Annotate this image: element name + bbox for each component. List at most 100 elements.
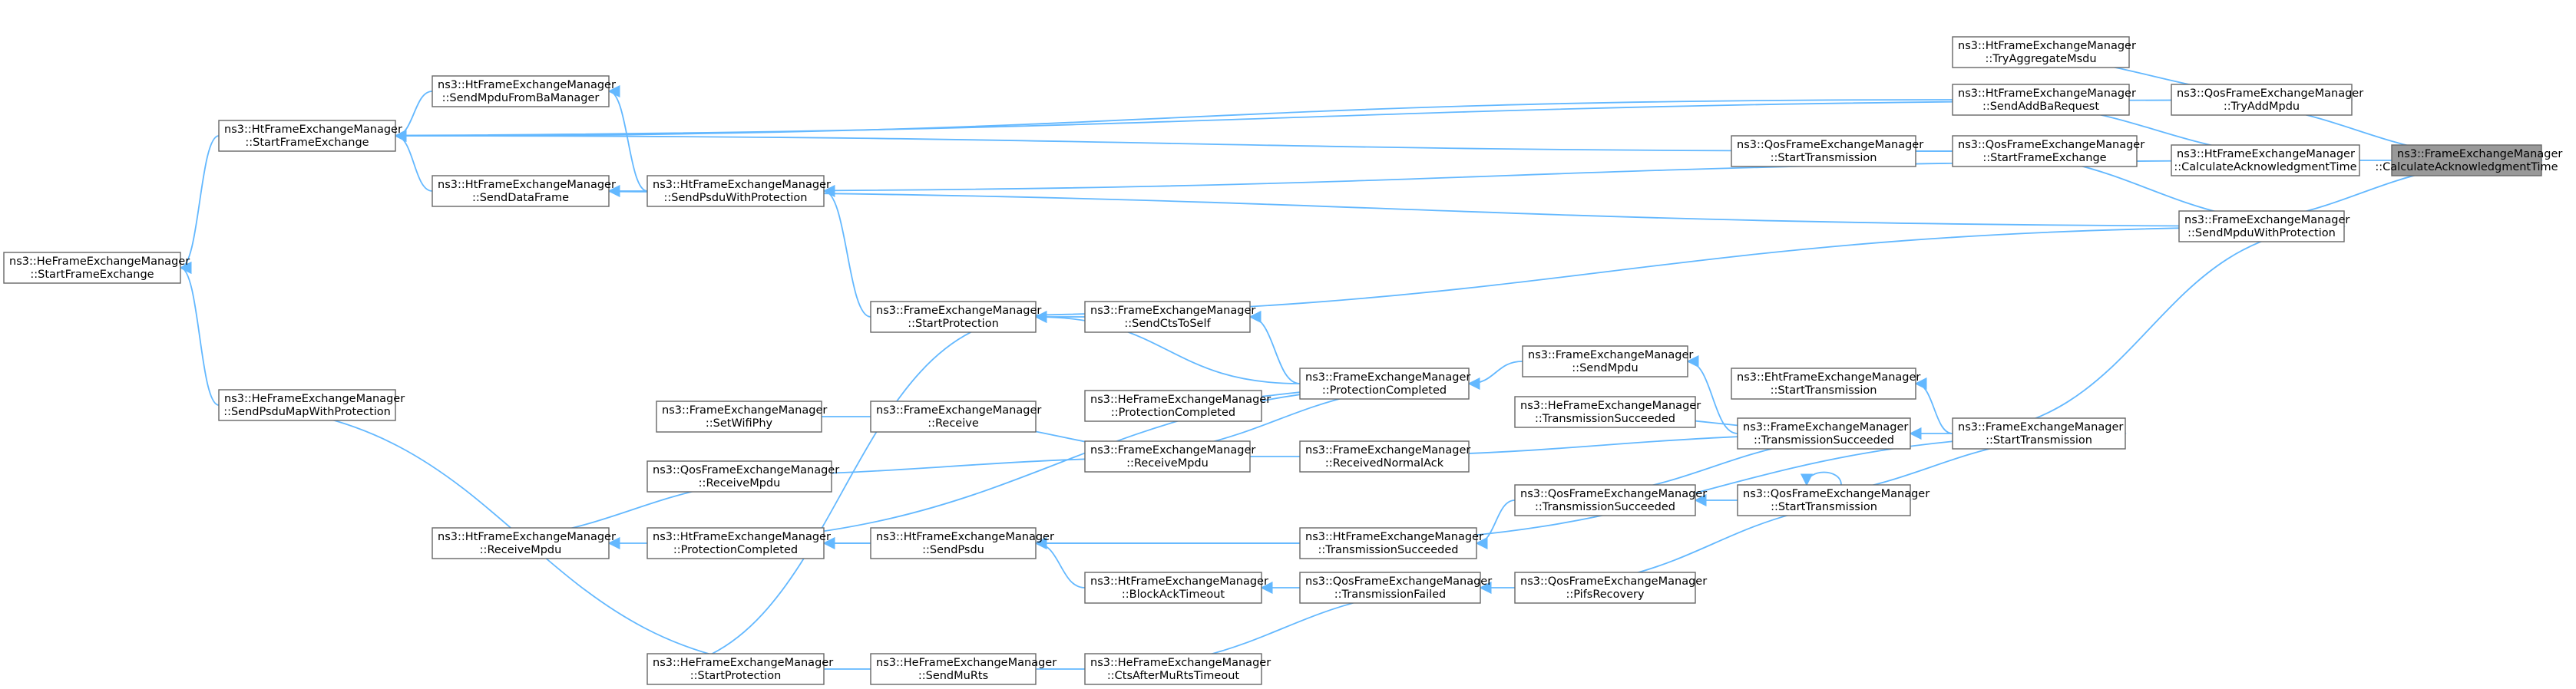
node-label-line2: ::SendMuRts bbox=[918, 670, 988, 682]
node-box bbox=[870, 653, 1037, 685]
function-node[interactable]: ns3::FrameExchangeManager::StartTransmis… bbox=[1952, 417, 2126, 450]
node-label-line2: ::CalculateAcknowledgmentTime bbox=[2375, 161, 2558, 173]
function-node[interactable]: ns3::FrameExchangeManager::SetWifiPhy bbox=[656, 401, 827, 433]
function-node[interactable]: ns3::QosFrameExchangeManager::TryAddMpdu bbox=[2171, 84, 2363, 116]
node-box bbox=[1737, 484, 1911, 516]
node-label-line2: ::SendMpduFromBaManager bbox=[442, 92, 600, 104]
node-box bbox=[432, 75, 610, 107]
function-node[interactable]: ns3::QosFrameExchangeManager::ReceiveMpd… bbox=[646, 460, 839, 493]
node-box bbox=[2391, 144, 2542, 176]
node-box bbox=[432, 175, 610, 207]
function-node[interactable]: ns3::HeFrameExchangeManager::CtsAfterMuR… bbox=[1084, 653, 1271, 685]
function-node[interactable]: ns3::FrameExchangeManager::ReceivedNorma… bbox=[1299, 440, 1470, 473]
node-box bbox=[1522, 345, 1688, 377]
node-label-line1: ns3::FrameExchangeManager bbox=[2397, 148, 2562, 160]
function-node[interactable]: ns3::HeFrameExchangeManager::StartProtec… bbox=[646, 653, 833, 685]
function-node[interactable]: ns3::HtFrameExchangeManager::SendPsdu bbox=[870, 527, 1054, 559]
call-edge bbox=[1034, 536, 1086, 588]
function-node[interactable]: ns3::HtFrameExchangeManager::Transmissio… bbox=[1299, 527, 1483, 559]
node-label-line2: ::ReceiveMpdu bbox=[480, 544, 562, 556]
function-node[interactable]: ns3::HeFrameExchangeManager::SendMuRts bbox=[870, 653, 1057, 685]
node-box bbox=[2171, 144, 2360, 176]
function-node[interactable]: ns3::HeFrameExchangeManager::Transmissio… bbox=[1514, 396, 1701, 428]
function-node[interactable]: ns3::QosFrameExchangeManager::StartTrans… bbox=[1737, 484, 1930, 516]
node-label-line1: ns3::HtFrameExchangeManager bbox=[1958, 40, 2136, 52]
function-node[interactable]: ns3::HtFrameExchangeManager::SendPsduWit… bbox=[646, 175, 831, 207]
node-label-line1: ns3::FrameExchangeManager bbox=[2184, 214, 2349, 226]
node-label-line1: ns3::HtFrameExchangeManager bbox=[438, 79, 616, 91]
node-label-line2: ::StartTransmission bbox=[1771, 501, 1877, 513]
node-box bbox=[656, 401, 822, 433]
function-node[interactable]: ns3::FrameExchangeManager::Receive bbox=[870, 401, 1041, 433]
function-node[interactable]: ns3::QosFrameExchangeManager::Transmissi… bbox=[1514, 484, 1707, 516]
node-label-line1: ns3::HtFrameExchangeManager bbox=[1958, 87, 2136, 100]
node-label-line2: ::StartFrameExchange bbox=[1982, 152, 2106, 164]
node-box bbox=[646, 460, 832, 493]
function-node[interactable]: ns3::HtFrameExchangeManager::TryAggregat… bbox=[1952, 36, 2136, 68]
function-node[interactable]: ns3::FrameExchangeManager::ReceiveMpdu bbox=[1084, 440, 1255, 473]
function-node[interactable]: ns3::FrameExchangeManager::ProtectionCom… bbox=[1299, 368, 1470, 400]
node-box bbox=[2178, 210, 2345, 242]
node-label-line2: ::StartTransmission bbox=[1771, 384, 1877, 397]
node-label-line2: ::SendMpduWithProtection bbox=[2187, 227, 2336, 239]
function-node[interactable]: ns3::HtFrameExchangeManager::ProtectionC… bbox=[646, 527, 831, 559]
function-node[interactable]: ns3::HtFrameExchangeManager::ReceiveMpdu bbox=[432, 527, 616, 559]
node-label-line1: ns3::FrameExchangeManager bbox=[876, 305, 1041, 317]
node-box bbox=[1731, 368, 1916, 400]
function-node[interactable]: ns3::HeFrameExchangeManager::ProtectionC… bbox=[1084, 390, 1271, 422]
node-label-line1: ns3::HtFrameExchangeManager bbox=[876, 531, 1054, 543]
function-node[interactable]: ns3::FrameExchangeManager::TransmissionS… bbox=[1737, 417, 1911, 450]
function-node[interactable]: ns3::HtFrameExchangeManager::SendMpduFro… bbox=[432, 75, 616, 107]
nodes-layer: ns3::FrameExchangeManager::CalculateAckn… bbox=[3, 36, 2562, 685]
node-label-line2: ::SendAddBaRequest bbox=[1982, 101, 2099, 113]
function-node[interactable]: ns3::HtFrameExchangeManager::StartFrameE… bbox=[218, 120, 402, 152]
function-node[interactable]: ns3::FrameExchangeManager::SendCtsToSelf bbox=[1084, 301, 1255, 333]
node-label-line2: ::TransmissionSucceeded bbox=[1318, 544, 1459, 556]
function-node[interactable]: ns3::EhtFrameExchangeManager::StartTrans… bbox=[1731, 368, 1920, 400]
node-label-line1: ns3::FrameExchangeManager bbox=[662, 404, 827, 417]
node-label-line1: ns3::FrameExchangeManager bbox=[876, 404, 1041, 417]
function-node[interactable]: ns3::HtFrameExchangeManager::BlockAckTim… bbox=[1084, 572, 1268, 604]
node-box bbox=[3, 252, 181, 284]
function-node[interactable]: ns3::HtFrameExchangeManager::SendAddBaRe… bbox=[1952, 84, 2136, 116]
node-box bbox=[870, 301, 1037, 333]
call-edge bbox=[179, 135, 220, 274]
node-label-line1: ns3::QosFrameExchangeManager bbox=[1305, 575, 1492, 588]
node-box bbox=[646, 653, 825, 685]
function-node[interactable]: ns3::FrameExchangeManager::StartProtecti… bbox=[870, 301, 1041, 333]
node-label-line2: ::Receive bbox=[928, 417, 979, 430]
node-box bbox=[1514, 484, 1696, 516]
call-edge bbox=[1034, 310, 1301, 384]
node-box bbox=[1514, 572, 1696, 604]
function-node[interactable]: ns3::QosFrameExchangeManager::StartTrans… bbox=[1731, 135, 1923, 167]
call-edge bbox=[1952, 219, 2346, 434]
node-box bbox=[1084, 390, 1262, 422]
node-label-line2: ::TryAddMpdu bbox=[2224, 101, 2300, 113]
node-box bbox=[1299, 368, 1470, 400]
function-node[interactable]: ns3::FrameExchangeManager::SendMpdu bbox=[1522, 345, 1693, 377]
function-node[interactable]: ns3::QosFrameExchangeManager::StartFrame… bbox=[1952, 135, 2144, 167]
node-label-line1: ns3::QosFrameExchangeManager bbox=[1520, 575, 1707, 588]
node-box bbox=[1084, 653, 1262, 685]
node-box bbox=[646, 175, 825, 207]
node-box bbox=[1731, 135, 1916, 167]
node-box bbox=[1084, 301, 1251, 333]
node-label-line1: ns3::QosFrameExchangeManager bbox=[1743, 488, 1930, 500]
node-label-line2: ::BlockAckTimeout bbox=[1122, 588, 1225, 601]
call-edge bbox=[394, 129, 433, 192]
node-label-line1: ns3::FrameExchangeManager bbox=[1305, 444, 1470, 457]
function-node[interactable]: ns3::FrameExchangeManager::CalculateAckn… bbox=[2375, 144, 2562, 176]
function-node[interactable]: ns3::QosFrameExchangeManager::Transmissi… bbox=[1299, 572, 1492, 604]
function-node[interactable]: ns3::HtFrameExchangeManager::SendDataFra… bbox=[432, 175, 616, 207]
function-node[interactable]: ns3::QosFrameExchangeManager::PifsRecove… bbox=[1514, 572, 1707, 604]
node-label-line2: ::SendPsduWithProtection bbox=[663, 192, 807, 204]
node-label-line2: ::StartFrameExchange bbox=[30, 269, 154, 281]
call-edge bbox=[1686, 354, 1738, 434]
node-label-line1: ns3::HtFrameExchangeManager bbox=[1090, 575, 1268, 588]
function-node[interactable]: ns3::HeFrameExchangeManager::StartFrameE… bbox=[3, 252, 190, 284]
function-node[interactable]: ns3::FrameExchangeManager::SendMpduWithP… bbox=[2178, 210, 2349, 242]
node-label-line2: ::SetWifiPhy bbox=[706, 417, 773, 430]
function-node[interactable]: ns3::HeFrameExchangeManager::SendPsduMap… bbox=[218, 389, 405, 421]
function-node[interactable]: ns3::HtFrameExchangeManager::CalculateAc… bbox=[2171, 144, 2360, 176]
